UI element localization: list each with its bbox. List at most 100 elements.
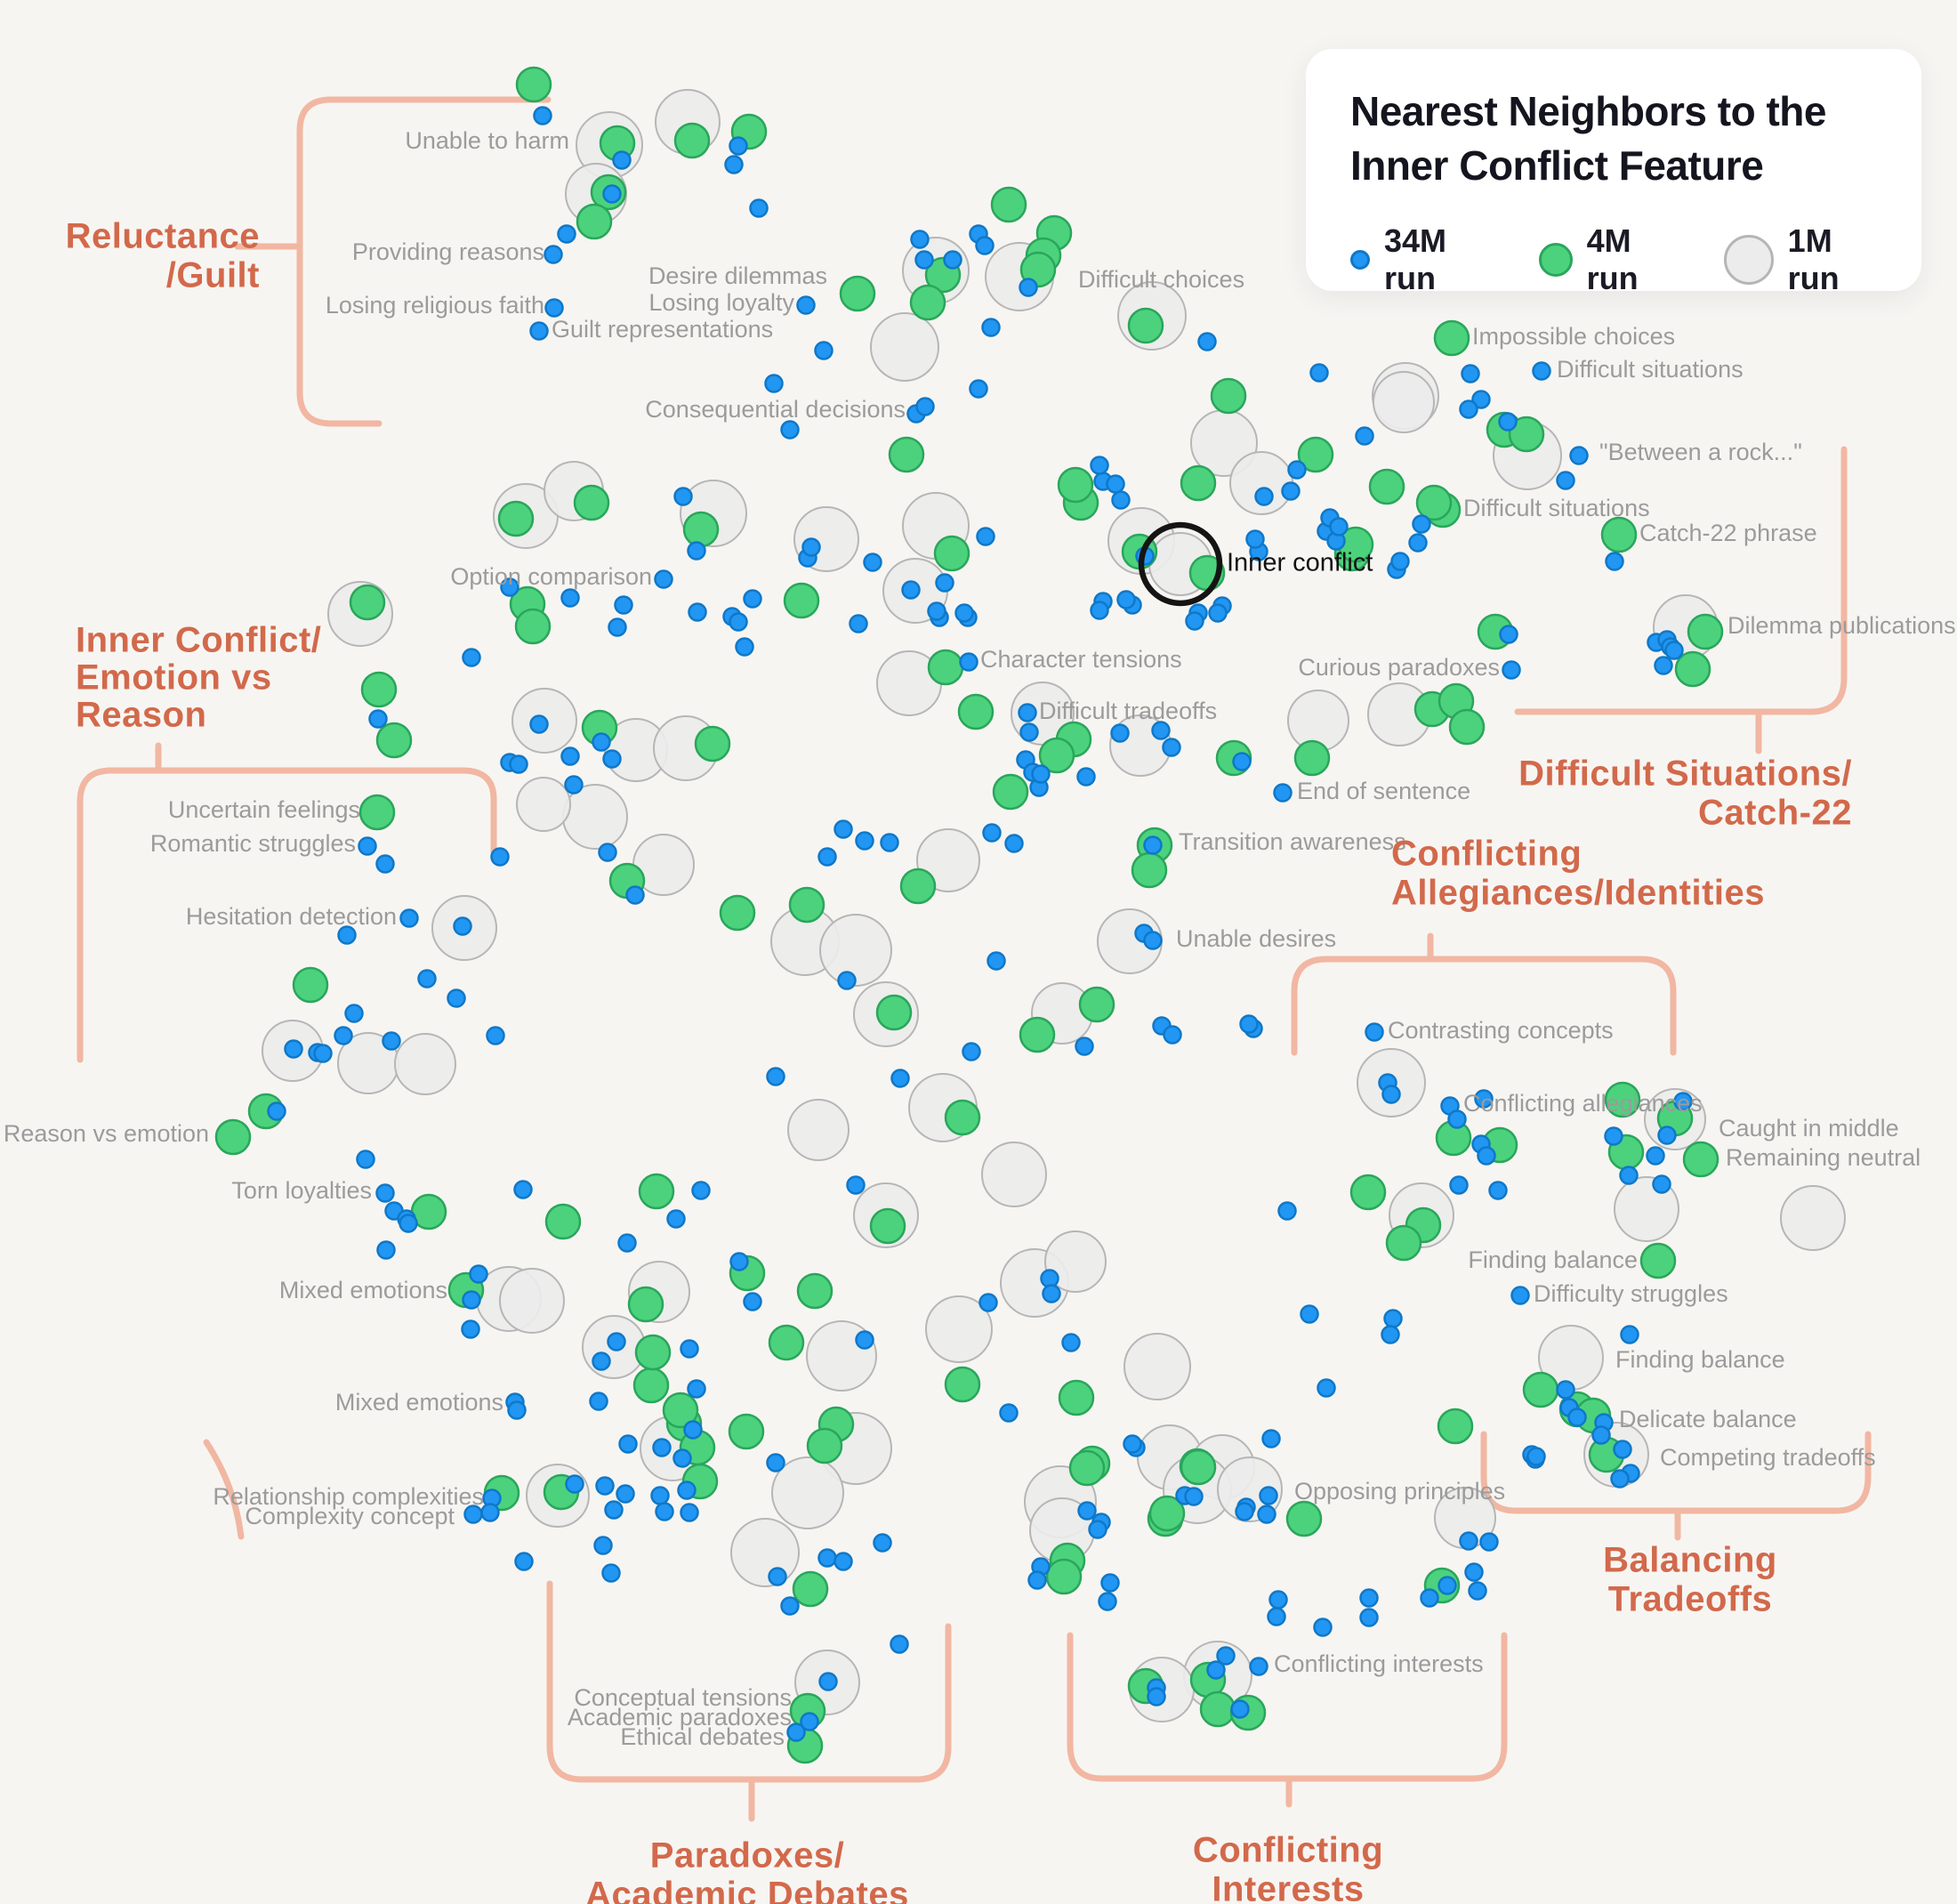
scatter-point-34m	[509, 754, 528, 774]
scatter-point-34m	[901, 580, 921, 600]
scatter-point-34m	[1031, 764, 1051, 784]
scatter-point-34m	[1232, 752, 1252, 771]
scatter-point-34m	[344, 1004, 364, 1023]
scatter-point-34m	[1526, 1447, 1546, 1466]
scatter-point-34m	[1567, 1408, 1587, 1427]
point-label: Guilt representations	[552, 316, 773, 343]
point-label: Reason vs emotion	[4, 1120, 209, 1147]
scatter-point-34m	[1620, 1325, 1639, 1344]
point-label: Opposing principles	[1294, 1478, 1505, 1505]
scatter-point-34m	[1412, 514, 1431, 534]
scatter-point-4m	[662, 1392, 699, 1429]
scatter-point-34m	[666, 1209, 686, 1229]
scatter-point-34m	[417, 969, 437, 988]
scatter-point-34m	[1273, 783, 1293, 803]
scatter-point-4m	[944, 1099, 981, 1136]
scatter-point-34m	[863, 553, 882, 572]
cluster-label-inner-conflict-emotion-vs-reason: Inner Conflict/	[76, 621, 321, 660]
scatter-point-4m	[1639, 1242, 1677, 1279]
cluster-label-conflicting-allegiances-identities: Allegiances/Identities	[1391, 874, 1765, 913]
gray-circle-icon	[1723, 235, 1774, 286]
scatter-point-34m	[1510, 1286, 1530, 1305]
scatter-point-34m	[1365, 1022, 1384, 1042]
scatter-point-1m	[562, 784, 628, 850]
scatter-point-34m	[764, 374, 784, 393]
scatter-point-34m	[1077, 1501, 1097, 1521]
cluster-bracket	[1067, 1632, 1508, 1808]
scatter-point-4m	[1180, 1448, 1217, 1486]
cluster-label-reluctance-guilt: /Guilt	[166, 256, 260, 295]
scatter-point-34m	[1464, 1562, 1484, 1582]
scatter-point-34m	[462, 1290, 481, 1310]
legend-item-34m: 34M run	[1350, 222, 1493, 297]
point-label: Relationship complexities	[213, 1483, 484, 1510]
scatter-point-34m	[544, 245, 563, 264]
scatter-point-34m	[814, 341, 834, 360]
scatter-point-34m	[529, 321, 549, 341]
point-label: Character tensions	[980, 646, 1182, 673]
cluster-bracket	[77, 742, 497, 1540]
scatter-point-34m	[743, 589, 762, 609]
scatter-point-34m	[729, 612, 748, 632]
scatter-point-34m	[284, 1039, 303, 1059]
scatter-point-4m	[927, 649, 964, 686]
scatter-point-34m	[1459, 399, 1478, 419]
scatter-point-34m	[1532, 361, 1551, 381]
scatter-point-34m	[1329, 517, 1349, 537]
scatter-point-34m	[1502, 660, 1521, 680]
scatter-point-34m	[1468, 1581, 1487, 1601]
scatter-point-4m	[1127, 307, 1164, 344]
scatter-point-34m	[976, 527, 995, 546]
scatter-point-34m	[1277, 1201, 1297, 1221]
scatter-point-34m	[1498, 412, 1518, 432]
scatter-point-4m	[214, 1118, 252, 1156]
scatter-point-34m	[1111, 490, 1131, 510]
scatter-point-34m	[375, 1183, 395, 1203]
scatter-point-34m	[1317, 1378, 1336, 1398]
scatter-point-34m	[1619, 1166, 1639, 1185]
scatter-point-1m	[516, 777, 571, 832]
scatter-point-34m	[655, 1502, 674, 1521]
scatter-point-34m	[1556, 471, 1575, 490]
scatter-point-34m	[650, 1486, 670, 1505]
scatter-point-34m	[1151, 721, 1171, 740]
scatter-point-34m	[652, 1438, 672, 1457]
scatter-point-34m	[1488, 1181, 1508, 1200]
point-label: Curious paradoxes	[1298, 654, 1500, 681]
scatter-point-34m	[533, 106, 552, 125]
point-label: Conflicting interests	[1274, 1650, 1484, 1677]
scatter-point-4m	[515, 66, 552, 103]
scatter-point-4m	[1019, 1016, 1056, 1053]
point-label: Difficult situations	[1463, 495, 1650, 521]
scatter-point-4m	[292, 966, 329, 1004]
point-label: Impossible choices	[1472, 323, 1675, 350]
scatter-point-4m	[933, 535, 970, 572]
scatter-point-34m	[1162, 738, 1181, 757]
scatter-point-34m	[1268, 1590, 1288, 1610]
scatter-point-34m	[915, 397, 935, 416]
scatter-point-34m	[786, 1722, 806, 1742]
scatter-point-1m	[1780, 1185, 1846, 1251]
scatter-point-34m	[453, 916, 472, 936]
scatter-point-4m	[544, 1203, 582, 1240]
legend-row: 34M run 4M run 1M run	[1350, 222, 1877, 297]
scatter-point-4m	[1148, 1495, 1186, 1532]
scatter-point-34m	[602, 184, 622, 204]
scatter-point-34m	[1075, 1037, 1094, 1056]
point-label: Hesitation detection	[186, 903, 397, 930]
legend-item-1m: 1M run	[1723, 222, 1877, 297]
scatter-point-34m	[1018, 703, 1037, 722]
scatter-point-34m	[592, 732, 611, 752]
scatter-point-34m	[1591, 1425, 1611, 1445]
scatter-point-1m	[787, 1099, 850, 1161]
blue-dot-icon	[1350, 250, 1370, 270]
scatter-point-4m	[1600, 516, 1638, 553]
scatter-point-4m	[990, 186, 1027, 223]
scatter-point-4m	[839, 275, 876, 312]
point-label: Consequential decisions	[645, 396, 906, 423]
scatter-point-34m	[1239, 1014, 1259, 1034]
point-label: Torn loyalties	[231, 1177, 372, 1204]
scatter-point-34m	[589, 1392, 608, 1411]
